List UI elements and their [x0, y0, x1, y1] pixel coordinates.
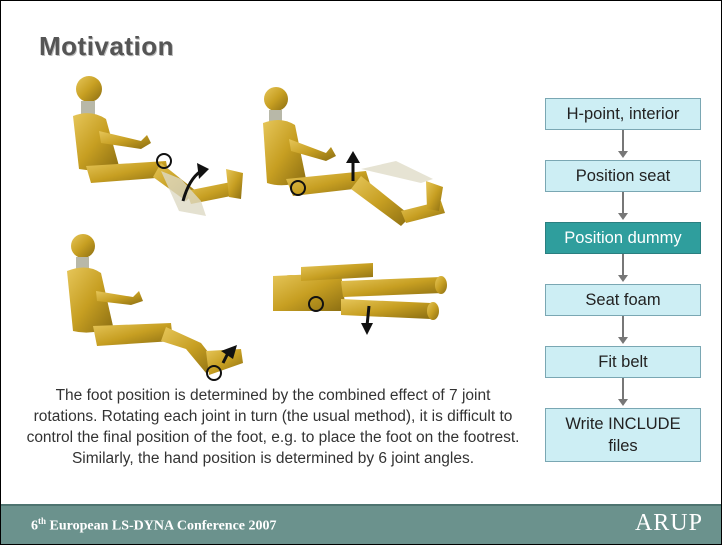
- flow-arrowhead: [618, 399, 628, 406]
- conference-name: European LS-DYNA Conference 2007: [50, 519, 277, 534]
- dummy-figure-hip: [263, 87, 445, 226]
- dummy-figure-top-view: [273, 263, 447, 335]
- conference-ordinal: 6: [31, 519, 38, 534]
- flow-arrow: [622, 316, 624, 338]
- arup-logo: ARUP: [635, 510, 703, 537]
- footer-divider: [1, 504, 721, 506]
- dummy-figure-knee: [73, 76, 243, 216]
- flow-step-position-dummy: Position dummy: [545, 222, 701, 254]
- flow-step-fit-belt: Fit belt: [545, 346, 701, 378]
- flow-step-seat-foam: Seat foam: [545, 284, 701, 316]
- flow-arrowhead: [618, 213, 628, 220]
- slide-caption: The foot position is determined by the c…: [23, 385, 523, 469]
- flow-step-h-point: H-point, interior: [545, 98, 701, 130]
- flow-step-position-seat: Position seat: [545, 160, 701, 192]
- flow-arrowhead: [618, 275, 628, 282]
- flow-arrow: [622, 378, 624, 400]
- flow-arrowhead: [618, 337, 628, 344]
- flow-arrow: [622, 130, 624, 152]
- flow-arrowhead: [618, 151, 628, 158]
- flow-arrow: [622, 192, 624, 214]
- flow-arrow: [622, 254, 624, 276]
- conference-label: 6th European LS-DYNA Conference 2007: [31, 516, 277, 535]
- dummy-illustrations: [1, 1, 521, 391]
- conference-ordinal-suffix: th: [38, 516, 46, 526]
- dummy-figure-ankle: [67, 234, 243, 380]
- flow-step-write-include: Write INCLUDE files: [545, 408, 701, 462]
